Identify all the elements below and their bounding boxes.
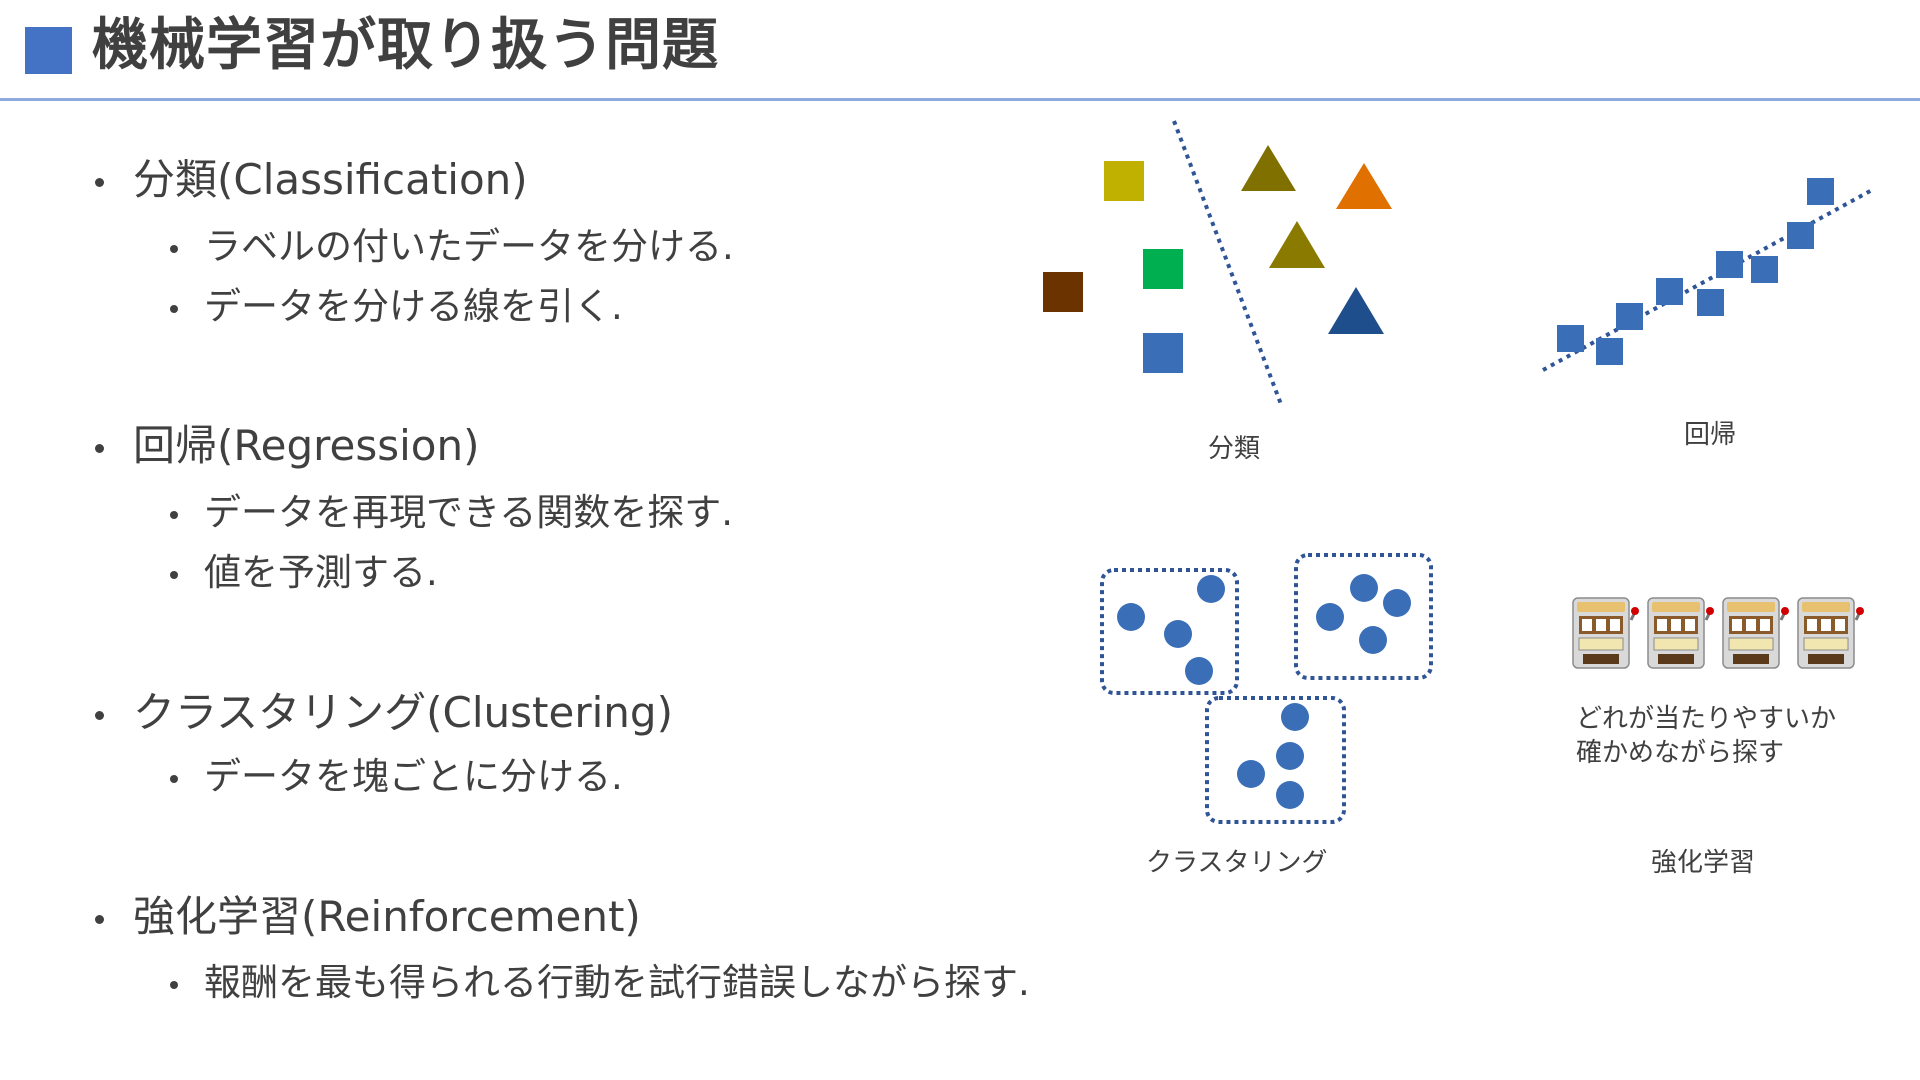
square-icon [1143, 333, 1183, 373]
clustering-diagram [1100, 553, 1433, 824]
topic-point: 報酬を最も得られる行動を試行錯誤しながら探す. [170, 958, 1030, 1008]
square-icon [1751, 256, 1778, 283]
bullet-dot [170, 245, 178, 253]
square-icon [1557, 325, 1584, 352]
triangle-icon [1328, 287, 1384, 334]
reinforcement-label: 強化学習 [1651, 848, 1756, 878]
topic-heading-text: 強化学習(Reinforcement) [133, 892, 641, 941]
bullet-dot [95, 711, 104, 720]
dotted-cluster-box [1100, 568, 1239, 695]
bullet-dot [95, 444, 104, 453]
topic-point-text: ラベルの付いたデータを分ける. [204, 225, 734, 268]
bullet-dot [95, 915, 104, 924]
bullet-dot [170, 775, 178, 783]
slot-machine-icon [1721, 596, 1791, 670]
bullet-dot [95, 178, 104, 187]
title-bar: 機械学習が取り扱う問題 [0, 0, 1920, 101]
square-icon [1716, 251, 1743, 278]
circle-icon [1276, 781, 1304, 809]
bullet-dot [170, 305, 178, 313]
topic-heading-text: 回帰(Regression) [133, 421, 480, 470]
triangle-icon [1241, 145, 1296, 191]
topic-point: データを分ける線を引く. [170, 282, 623, 332]
circle-icon [1197, 575, 1225, 603]
reinforcement-note: どれが当たりやすいか 確かめながら探す [1576, 702, 1836, 770]
topic-point: 値を予測する. [170, 548, 438, 598]
classification-label: 分類 [1208, 434, 1261, 464]
topic-point-text: 報酬を最も得られる行動を試行錯誤しながら探す. [204, 961, 1030, 1004]
dotted-cluster-box [1205, 696, 1346, 824]
circle-icon [1281, 703, 1309, 731]
reinforcement-note-line: 確かめながら探す [1576, 738, 1785, 768]
reinforcement-note-line: どれが当たりやすいか [1576, 704, 1837, 734]
topic-point-text: データを分ける線を引く. [204, 285, 623, 328]
topic-heading-text: クラスタリング(Clustering) [133, 688, 673, 737]
square-icon [1787, 222, 1814, 249]
circle-icon [1359, 626, 1387, 654]
clustering-label: クラスタリング [1146, 848, 1328, 878]
circle-icon [1164, 620, 1192, 648]
topic-heading-reinforcement: 強化学習(Reinforcement) [95, 889, 641, 945]
square-icon [1143, 249, 1183, 289]
square-icon [1596, 338, 1623, 365]
page-title: 機械学習が取り扱う問題 [92, 13, 719, 78]
square-icon [1104, 161, 1144, 201]
topic-heading-regression: 回帰(Regression) [95, 418, 480, 474]
title-accent-square [25, 27, 72, 74]
bullet-dot [170, 571, 178, 579]
square-icon [1043, 272, 1083, 312]
dotted-trend-line [1542, 188, 1873, 372]
circle-icon [1383, 589, 1411, 617]
square-icon [1807, 178, 1834, 205]
square-icon [1697, 289, 1724, 316]
topic-point-text: データを塊ごとに分ける. [204, 755, 623, 798]
square-icon [1616, 303, 1643, 330]
dotted-divider-line [1172, 120, 1284, 408]
topic-heading-classification: 分類(Classification) [95, 152, 528, 208]
circle-icon [1316, 603, 1344, 631]
circle-icon [1237, 760, 1265, 788]
slot-machine-icon [1646, 596, 1716, 670]
regression-diagram [1542, 178, 1873, 372]
circle-icon [1117, 603, 1145, 631]
topic-point-text: データを再現できる関数を探す. [204, 491, 734, 534]
bullet-dot [170, 981, 178, 989]
topic-point-text: 値を予測する. [204, 551, 438, 594]
classification-diagram [1043, 120, 1392, 408]
slot-machines [1571, 596, 1866, 670]
dotted-cluster-box [1294, 553, 1433, 680]
bullet-dot [170, 511, 178, 519]
square-icon [1656, 278, 1683, 305]
circle-icon [1350, 574, 1378, 602]
triangle-icon [1336, 163, 1392, 209]
topic-heading-text: 分類(Classification) [133, 155, 528, 204]
slot-machine-icon [1571, 596, 1641, 670]
topic-point: ラベルの付いたデータを分ける. [170, 222, 734, 272]
slot-machine-icon [1796, 596, 1866, 670]
circle-icon [1276, 742, 1304, 770]
regression-label: 回帰 [1684, 420, 1737, 450]
triangle-icon [1269, 221, 1325, 268]
topic-point: データを塊ごとに分ける. [170, 752, 623, 802]
topic-point: データを再現できる関数を探す. [170, 488, 734, 538]
circle-icon [1185, 657, 1213, 685]
topic-heading-clustering: クラスタリング(Clustering) [95, 685, 673, 741]
